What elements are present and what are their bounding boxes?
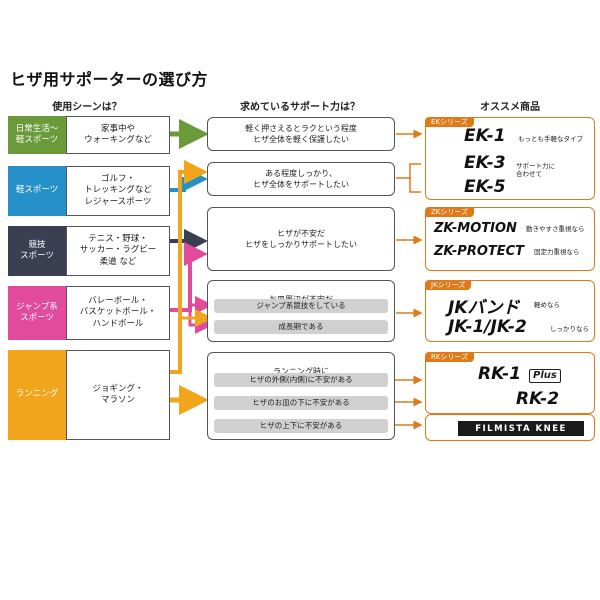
product-ek5: EK-5 — [464, 177, 506, 197]
product-zk-protect-note: 固定力重視なら — [534, 248, 580, 256]
product-zk-series: ZKシリーズ ZK-MOTION 動きやすさ重視なら ZK-PROTECT 固定… — [425, 207, 595, 271]
activity-light-sports: ゴルフ・ トレッキングなど レジャースポーツ — [66, 166, 170, 216]
arrow-orange-moderate — [170, 160, 208, 374]
product-zk-motion: ZK-MOTION — [434, 221, 517, 236]
need-running-outer: ヒザの外側(内側)に不安がある — [214, 373, 388, 387]
filmista-knee-logo: FILMISTA KNEE — [458, 421, 584, 436]
need-running: ランニング時に ヒザの外側(内側)に不安がある ヒザのお皿の下に不安がある ヒザ… — [207, 352, 395, 440]
activity-competitive-sports: テニス・野球・ サッカー・ラグビー 柔道 など — [66, 226, 170, 276]
activity-daily-life: 家事中や ウォーキングなど — [66, 116, 170, 154]
need-kneecap-growth: 成長期である — [214, 320, 388, 334]
need-running-heading: ランニング時に — [273, 367, 329, 377]
need-strong-support: ヒザが不安だ ヒザをしっかりサポートしたい — [207, 207, 395, 271]
product-jk12-note: しっかりなら — [550, 325, 589, 333]
need-running-updown: ヒザの上下に不安がある — [214, 419, 388, 433]
arrow-pink-jump — [170, 296, 213, 314]
product-jk-band-note: 軽めなら — [534, 301, 560, 309]
product-zk-motion-note: 動きやすさ重視なら — [526, 225, 585, 233]
product-rk-series: RKシリーズ RK-1 Plus RK-2 — [425, 352, 595, 414]
product-ek3: EK-3 — [464, 153, 506, 173]
product-jk-series: JKシリーズ JKバンド 軽めなら JK-1/JK-2 しっかりなら — [425, 280, 595, 342]
need-running-below: ヒザのお皿の下に不安がある — [214, 396, 388, 410]
product-rk2: RK-2 — [516, 389, 560, 409]
ek-series-tag: EKシリーズ — [425, 117, 474, 127]
product-jk-band: JKバンド — [448, 298, 520, 318]
scene-competitive-sports: 競技 スポーツ — [8, 226, 66, 276]
product-zk-protect: ZK-PROTECT — [434, 244, 525, 259]
zk-series-tag: ZKシリーズ — [425, 207, 475, 217]
arrow-mod-ek5 — [409, 178, 421, 193]
column-heading-need: 求めているサポート力は？ — [240, 102, 360, 113]
product-ek1-note: もっとも手軽なタイプ — [518, 135, 583, 143]
scene-daily-life: 日常生活〜 軽スポーツ — [8, 116, 66, 154]
activity-jump-sports: バレーボール・ バスケットボール・ ハンドボール — [66, 286, 170, 340]
product-ek1: EK-1 — [464, 126, 506, 146]
product-rk1: RK-1 — [478, 364, 522, 384]
need-kneecap-jump: ジャンプ系競技をしている — [214, 299, 388, 313]
need-kneecap: お皿周辺が不安だ ジャンプ系競技をしている 成長期である — [207, 280, 395, 342]
arrow-pink-strong — [170, 242, 208, 312]
arrow-mod-ek — [396, 163, 421, 179]
activity-running: ジョギング・ マラソン — [66, 350, 170, 440]
jk-series-tag: JKシリーズ — [425, 280, 472, 290]
product-rk1-plus-badge: Plus — [529, 369, 561, 383]
product-ek-series: EKシリーズ EK-1 もっとも手軽なタイプ EK-3 サポート力に 合わせて … — [425, 117, 595, 200]
product-ek35-note: サポート力に 合わせて — [516, 162, 555, 179]
scene-light-sports: 軽スポーツ — [8, 166, 66, 216]
product-filmista-knee: FILMISTA KNEE — [425, 414, 595, 441]
arrow-blue — [170, 167, 208, 192]
need-light-protection: 軽く押さえるとラクという程度 ヒザ全体を軽く保護したい — [207, 117, 395, 151]
need-moderate-support: ある程度しっかり、 ヒザ全体をサポートしたい — [207, 162, 395, 196]
page-title: ヒザ用サポーターの選び方 — [10, 70, 209, 89]
column-heading-scene: 使用シーンは？ — [52, 102, 122, 113]
scene-jump-sports: ジャンプ系 スポーツ — [8, 286, 66, 340]
column-heading-product: オススメ商品 — [480, 102, 540, 113]
scene-running: ランニング — [8, 350, 66, 440]
rk-series-tag: RKシリーズ — [425, 352, 475, 362]
product-jk12: JK-1/JK-2 — [448, 317, 527, 337]
